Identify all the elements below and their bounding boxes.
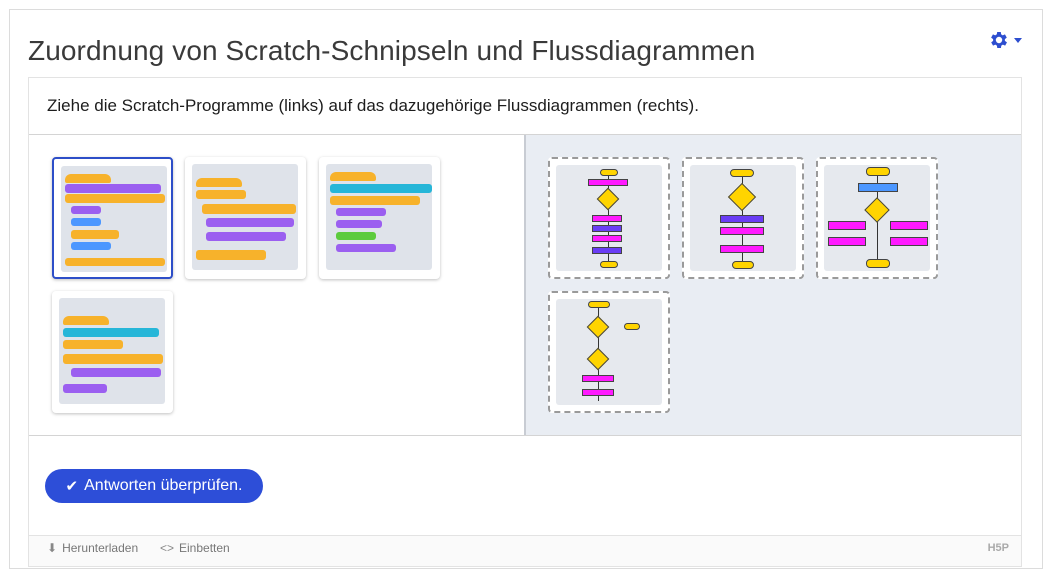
gear-icon (991, 32, 1007, 48)
scratch-program-2[interactable] (185, 157, 306, 279)
draggables-panel (29, 135, 526, 435)
check-answers-label: Antworten überprüfen. (84, 477, 243, 494)
scratch-image (61, 166, 167, 272)
scratch-image (326, 164, 432, 270)
scratch-program-4[interactable] (52, 291, 173, 413)
scratch-image (59, 298, 165, 404)
settings-menu-button[interactable] (988, 28, 1028, 52)
dropzones-panel (526, 135, 1021, 435)
scratch-image (192, 164, 298, 270)
download-label: Herunterladen (62, 541, 139, 555)
check-answers-button[interactable]: ✔ Antworten überprüfen. (45, 469, 263, 503)
code-icon: <> (160, 541, 175, 555)
h5p-container: Zuordnung von Scratch-Schnipseln und Flu… (9, 9, 1043, 569)
embed-label: Einbetten (179, 541, 230, 555)
scratch-program-1[interactable] (52, 157, 173, 279)
download-icon: ⬇ (47, 541, 58, 555)
flowchart-image (556, 165, 662, 271)
flowchart-2-dropzone[interactable] (682, 157, 804, 279)
flowchart-image (556, 299, 662, 405)
flowchart-1-dropzone[interactable] (548, 157, 670, 279)
task-area (29, 134, 1021, 436)
task-instruction: Ziehe die Scratch-Programme (links) auf … (47, 96, 699, 115)
scratch-program-3[interactable] (319, 157, 440, 279)
flowchart-image (690, 165, 796, 271)
checkmark-icon: ✔ (65, 478, 79, 495)
page-title: Zuordnung von Scratch-Schnipseln und Flu… (28, 35, 756, 66)
flowchart-image (824, 165, 930, 271)
flowchart-4-dropzone[interactable] (548, 291, 670, 413)
embed-link[interactable]: <> Einbetten (160, 541, 230, 555)
h5p-logo[interactable]: H5P (987, 542, 1009, 554)
footer-bar: ⬇ Herunterladen <> Einbetten H5P (29, 535, 1021, 566)
chevron-down-icon (1014, 37, 1022, 43)
download-link[interactable]: ⬇ Herunterladen (47, 541, 138, 555)
flowchart-3-dropzone[interactable] (816, 157, 938, 279)
drag-and-drop-task: Ziehe die Scratch-Programme (links) auf … (28, 77, 1022, 567)
